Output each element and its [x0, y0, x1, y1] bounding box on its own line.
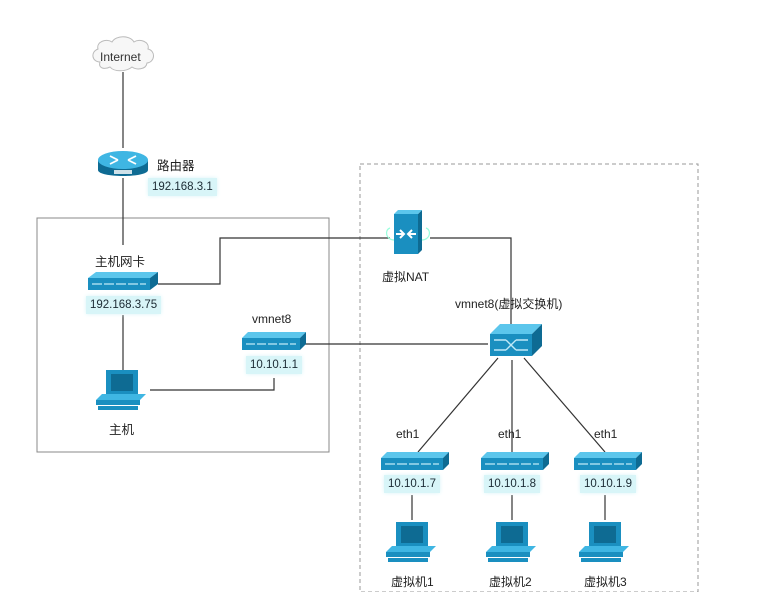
vm3-computer-icon	[579, 522, 629, 562]
vm3-nic-label: eth1	[594, 427, 618, 441]
vm3-label: 虚拟机3	[584, 575, 627, 589]
vm2-nic-icon	[481, 452, 549, 470]
host-nic-ip: 192.168.3.75	[86, 296, 162, 314]
vm2-computer-icon	[486, 522, 536, 562]
router-icon	[98, 151, 148, 176]
internet-label: Internet	[100, 50, 141, 64]
vm1-nic-label: eth1	[396, 427, 420, 441]
vmnet8-label: vmnet8	[252, 312, 292, 326]
host-label: 主机	[109, 423, 135, 437]
host-nic-icon	[88, 272, 158, 290]
router-ip: 192.168.3.1	[148, 178, 217, 196]
link-host-vmnet8	[150, 378, 275, 391]
vm1-nic-icon	[381, 452, 449, 470]
vmnet8-nic-icon	[242, 332, 306, 350]
host-nic-label: 主机网卡	[95, 255, 146, 269]
link-switch-vm3	[523, 357, 606, 453]
switch-icon	[490, 324, 542, 356]
vm2-label: 虚拟机2	[489, 575, 532, 589]
virtual-network-group	[359, 163, 699, 592]
vm2-ip: 10.10.1.8	[484, 475, 540, 493]
vm1-label: 虚拟机1	[391, 575, 434, 589]
host-machine-group	[36, 217, 330, 453]
vm3-nic-icon	[574, 452, 642, 470]
vm3-ip: 10.10.1.9	[580, 475, 636, 493]
switch-label: vmnet8(虚拟交换机)	[455, 297, 563, 311]
cloud-icon	[92, 36, 154, 72]
vmnet8-ip: 10.10.1.1	[246, 356, 302, 374]
link-nic-nat	[158, 237, 390, 285]
link-nat-switch	[430, 237, 512, 330]
vm1-computer-icon	[386, 522, 436, 562]
vm1-ip: 10.10.1.7	[384, 475, 440, 493]
nat-label: 虚拟NAT	[382, 270, 430, 284]
nat-icon	[385, 210, 431, 254]
link-switch-vm1	[417, 357, 499, 453]
host-computer-icon	[96, 370, 146, 410]
vm2-nic-label: eth1	[498, 427, 522, 441]
router-label: 路由器	[157, 159, 195, 173]
